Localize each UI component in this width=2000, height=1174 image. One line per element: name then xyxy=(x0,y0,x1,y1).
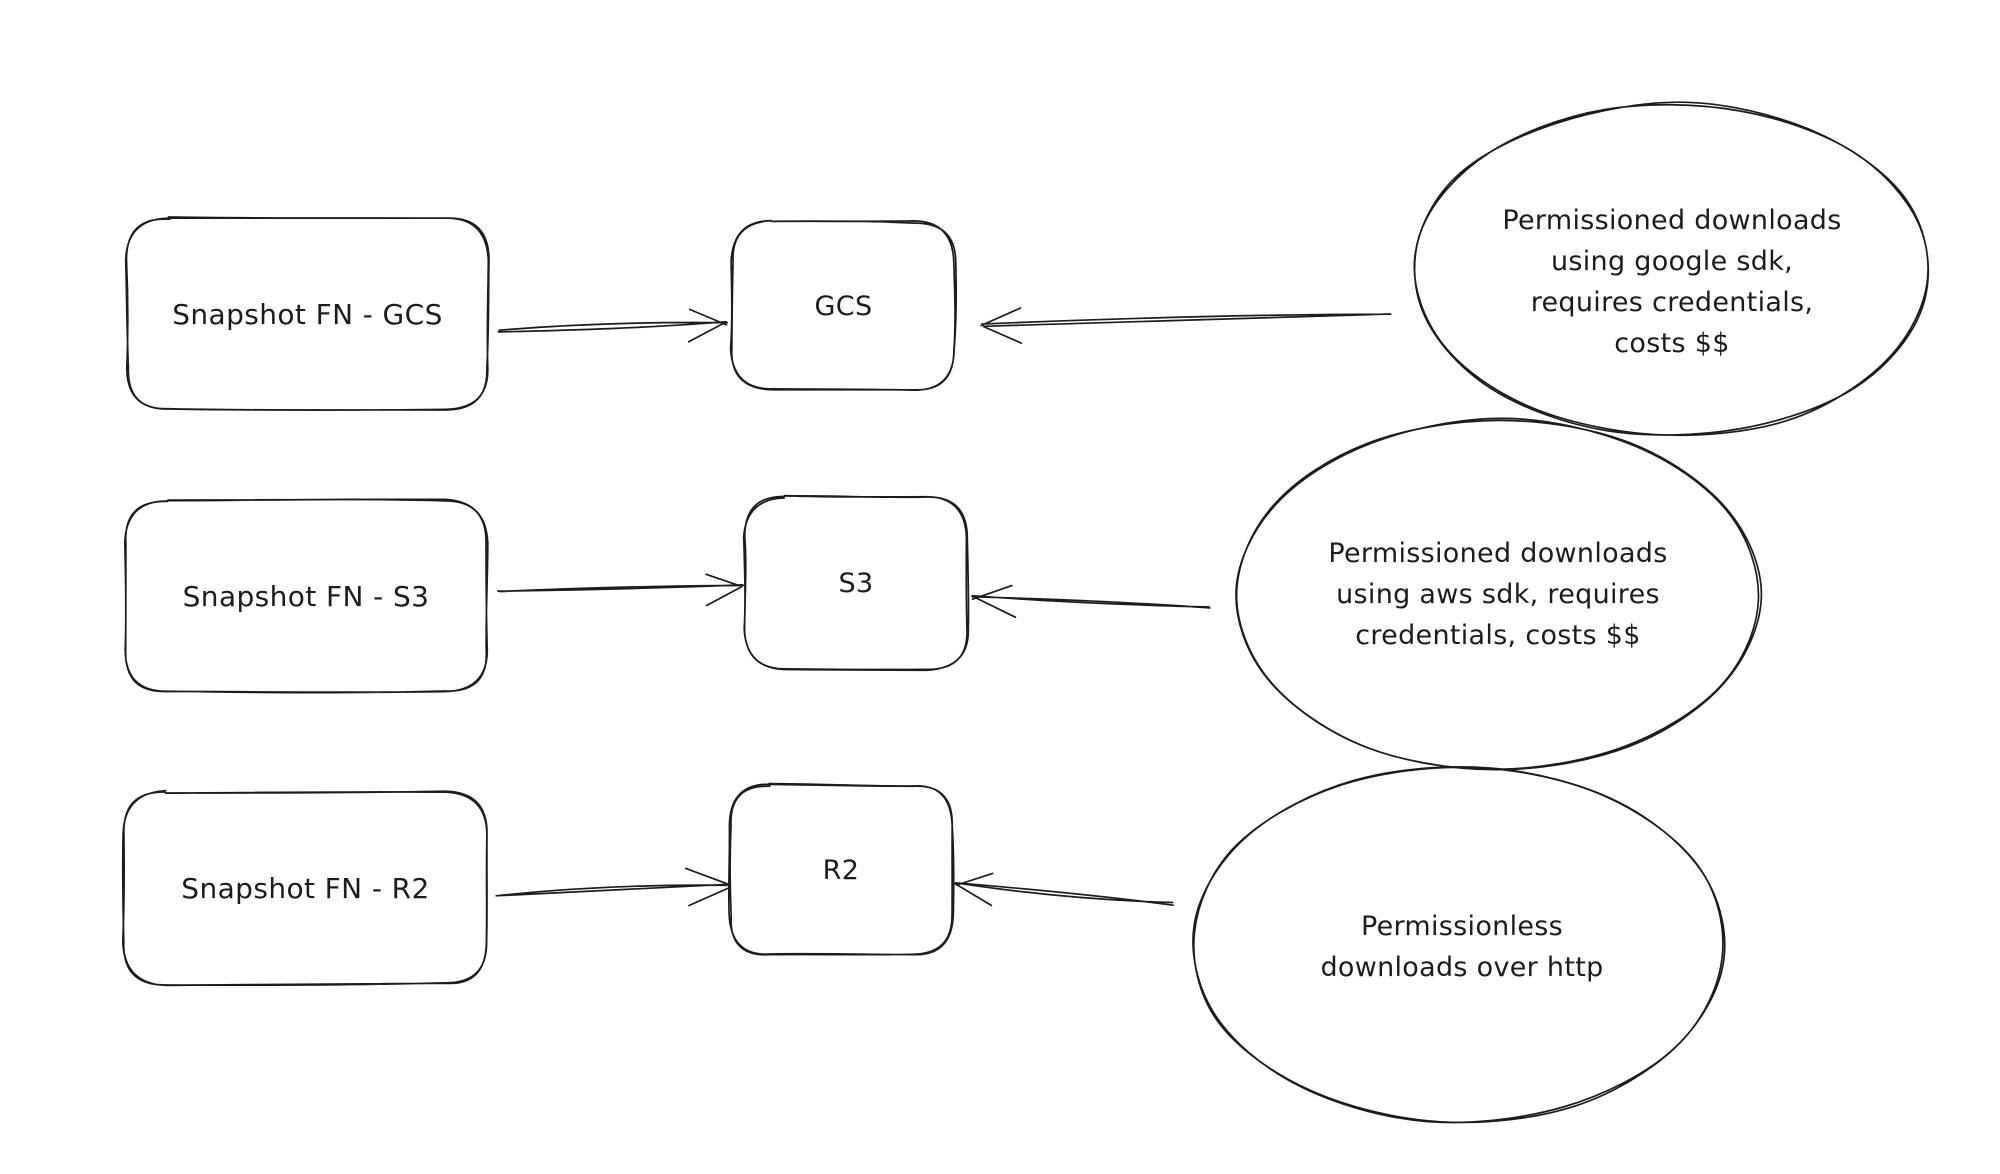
arrow-s3-note-to-s3 xyxy=(971,584,1211,619)
bubble-line: Permissioned downloads xyxy=(1502,205,1842,236)
bubble-line: requires credentials, xyxy=(1530,287,1814,318)
node-r2-shape xyxy=(727,782,955,956)
arrow-snapshot-r2-to-r2 xyxy=(495,867,731,907)
bubble-r2-note-shape xyxy=(1192,766,1726,1124)
bubble-line: using google sdk, xyxy=(1550,246,1794,277)
arrow-snapshot-gcs-to-gcs xyxy=(497,308,729,343)
bubble-s3-note-text: Permissioned downloads using aws sdk, re… xyxy=(1228,533,1768,656)
bubble-line: Permissioned downloads xyxy=(1328,538,1668,569)
bubble-line: downloads over http xyxy=(1320,952,1604,983)
bubble-line: credentials, costs $$ xyxy=(1355,620,1641,651)
bubble-line: Permissionless xyxy=(1360,911,1564,942)
node-snapshot-s3-label: Snapshot FN - S3 xyxy=(182,579,430,613)
arrow-gcs-note-to-gcs xyxy=(980,307,1392,344)
node-snapshot-s3-shape xyxy=(123,498,489,694)
arrow-snapshot-s3-to-s3 xyxy=(497,573,745,607)
bubble-gcs-note-shape xyxy=(1413,101,1930,437)
node-snapshot-r2-shape xyxy=(121,789,488,987)
bubble-r2-note-text: Permissionless downloads over http xyxy=(1192,906,1732,988)
arrow-r2-note-to-r2 xyxy=(954,872,1175,907)
node-snapshot-gcs-shape xyxy=(124,216,490,411)
node-s3-shape xyxy=(742,494,970,672)
node-gcs-label: GCS xyxy=(814,290,873,322)
node-snapshot-gcs-label: Snapshot FN - GCS xyxy=(172,297,443,331)
bubble-line: using aws sdk, requires xyxy=(1336,579,1660,610)
bubble-gcs-note-text: Permissioned downloads using google sdk,… xyxy=(1412,200,1932,364)
node-r2-label: R2 xyxy=(822,854,860,886)
node-gcs-shape xyxy=(729,219,958,392)
node-snapshot-r2-label: Snapshot FN - R2 xyxy=(181,871,430,905)
bubble-s3-note-shape xyxy=(1235,417,1763,771)
bubble-line: costs $$ xyxy=(1614,328,1730,359)
node-s3-label: S3 xyxy=(838,568,874,599)
